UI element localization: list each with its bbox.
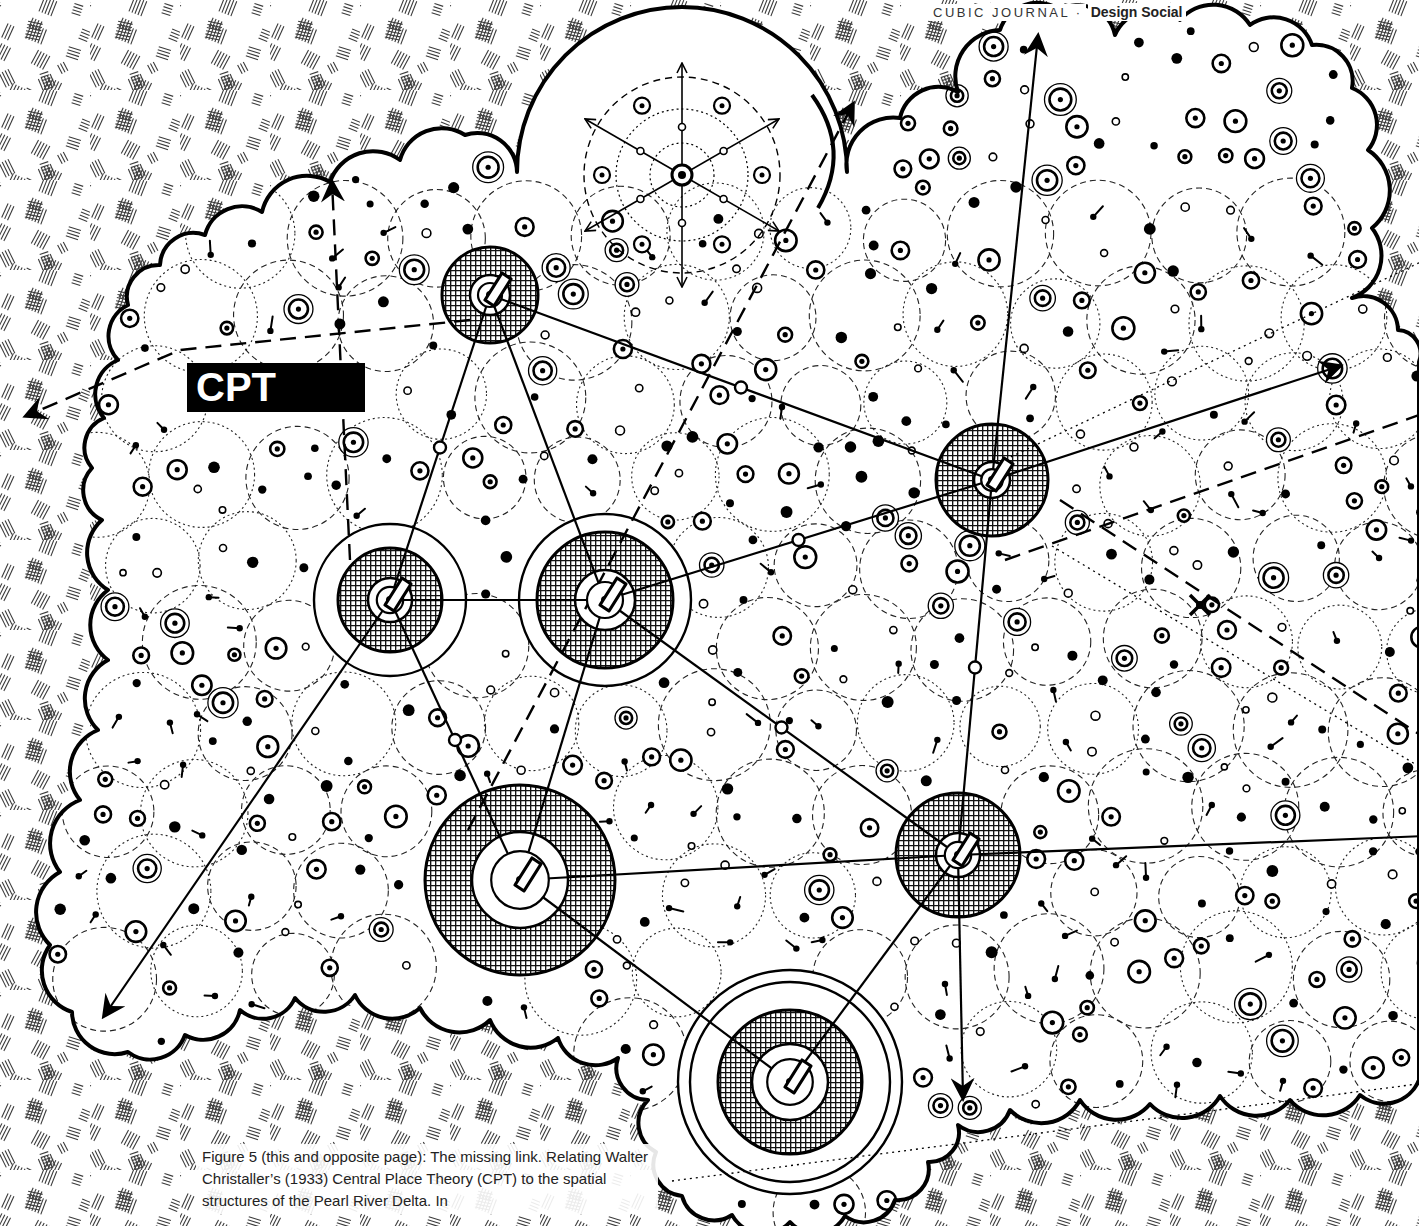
- map-title: CPT: [196, 363, 356, 412]
- figure-caption: Figure 5 (this and opposite page): The m…: [196, 1144, 658, 1214]
- running-header: CUBIC JOURNAL ·: [930, 4, 1086, 21]
- running-header: Design Social: [1088, 3, 1186, 21]
- title-box: CPT: [187, 363, 365, 412]
